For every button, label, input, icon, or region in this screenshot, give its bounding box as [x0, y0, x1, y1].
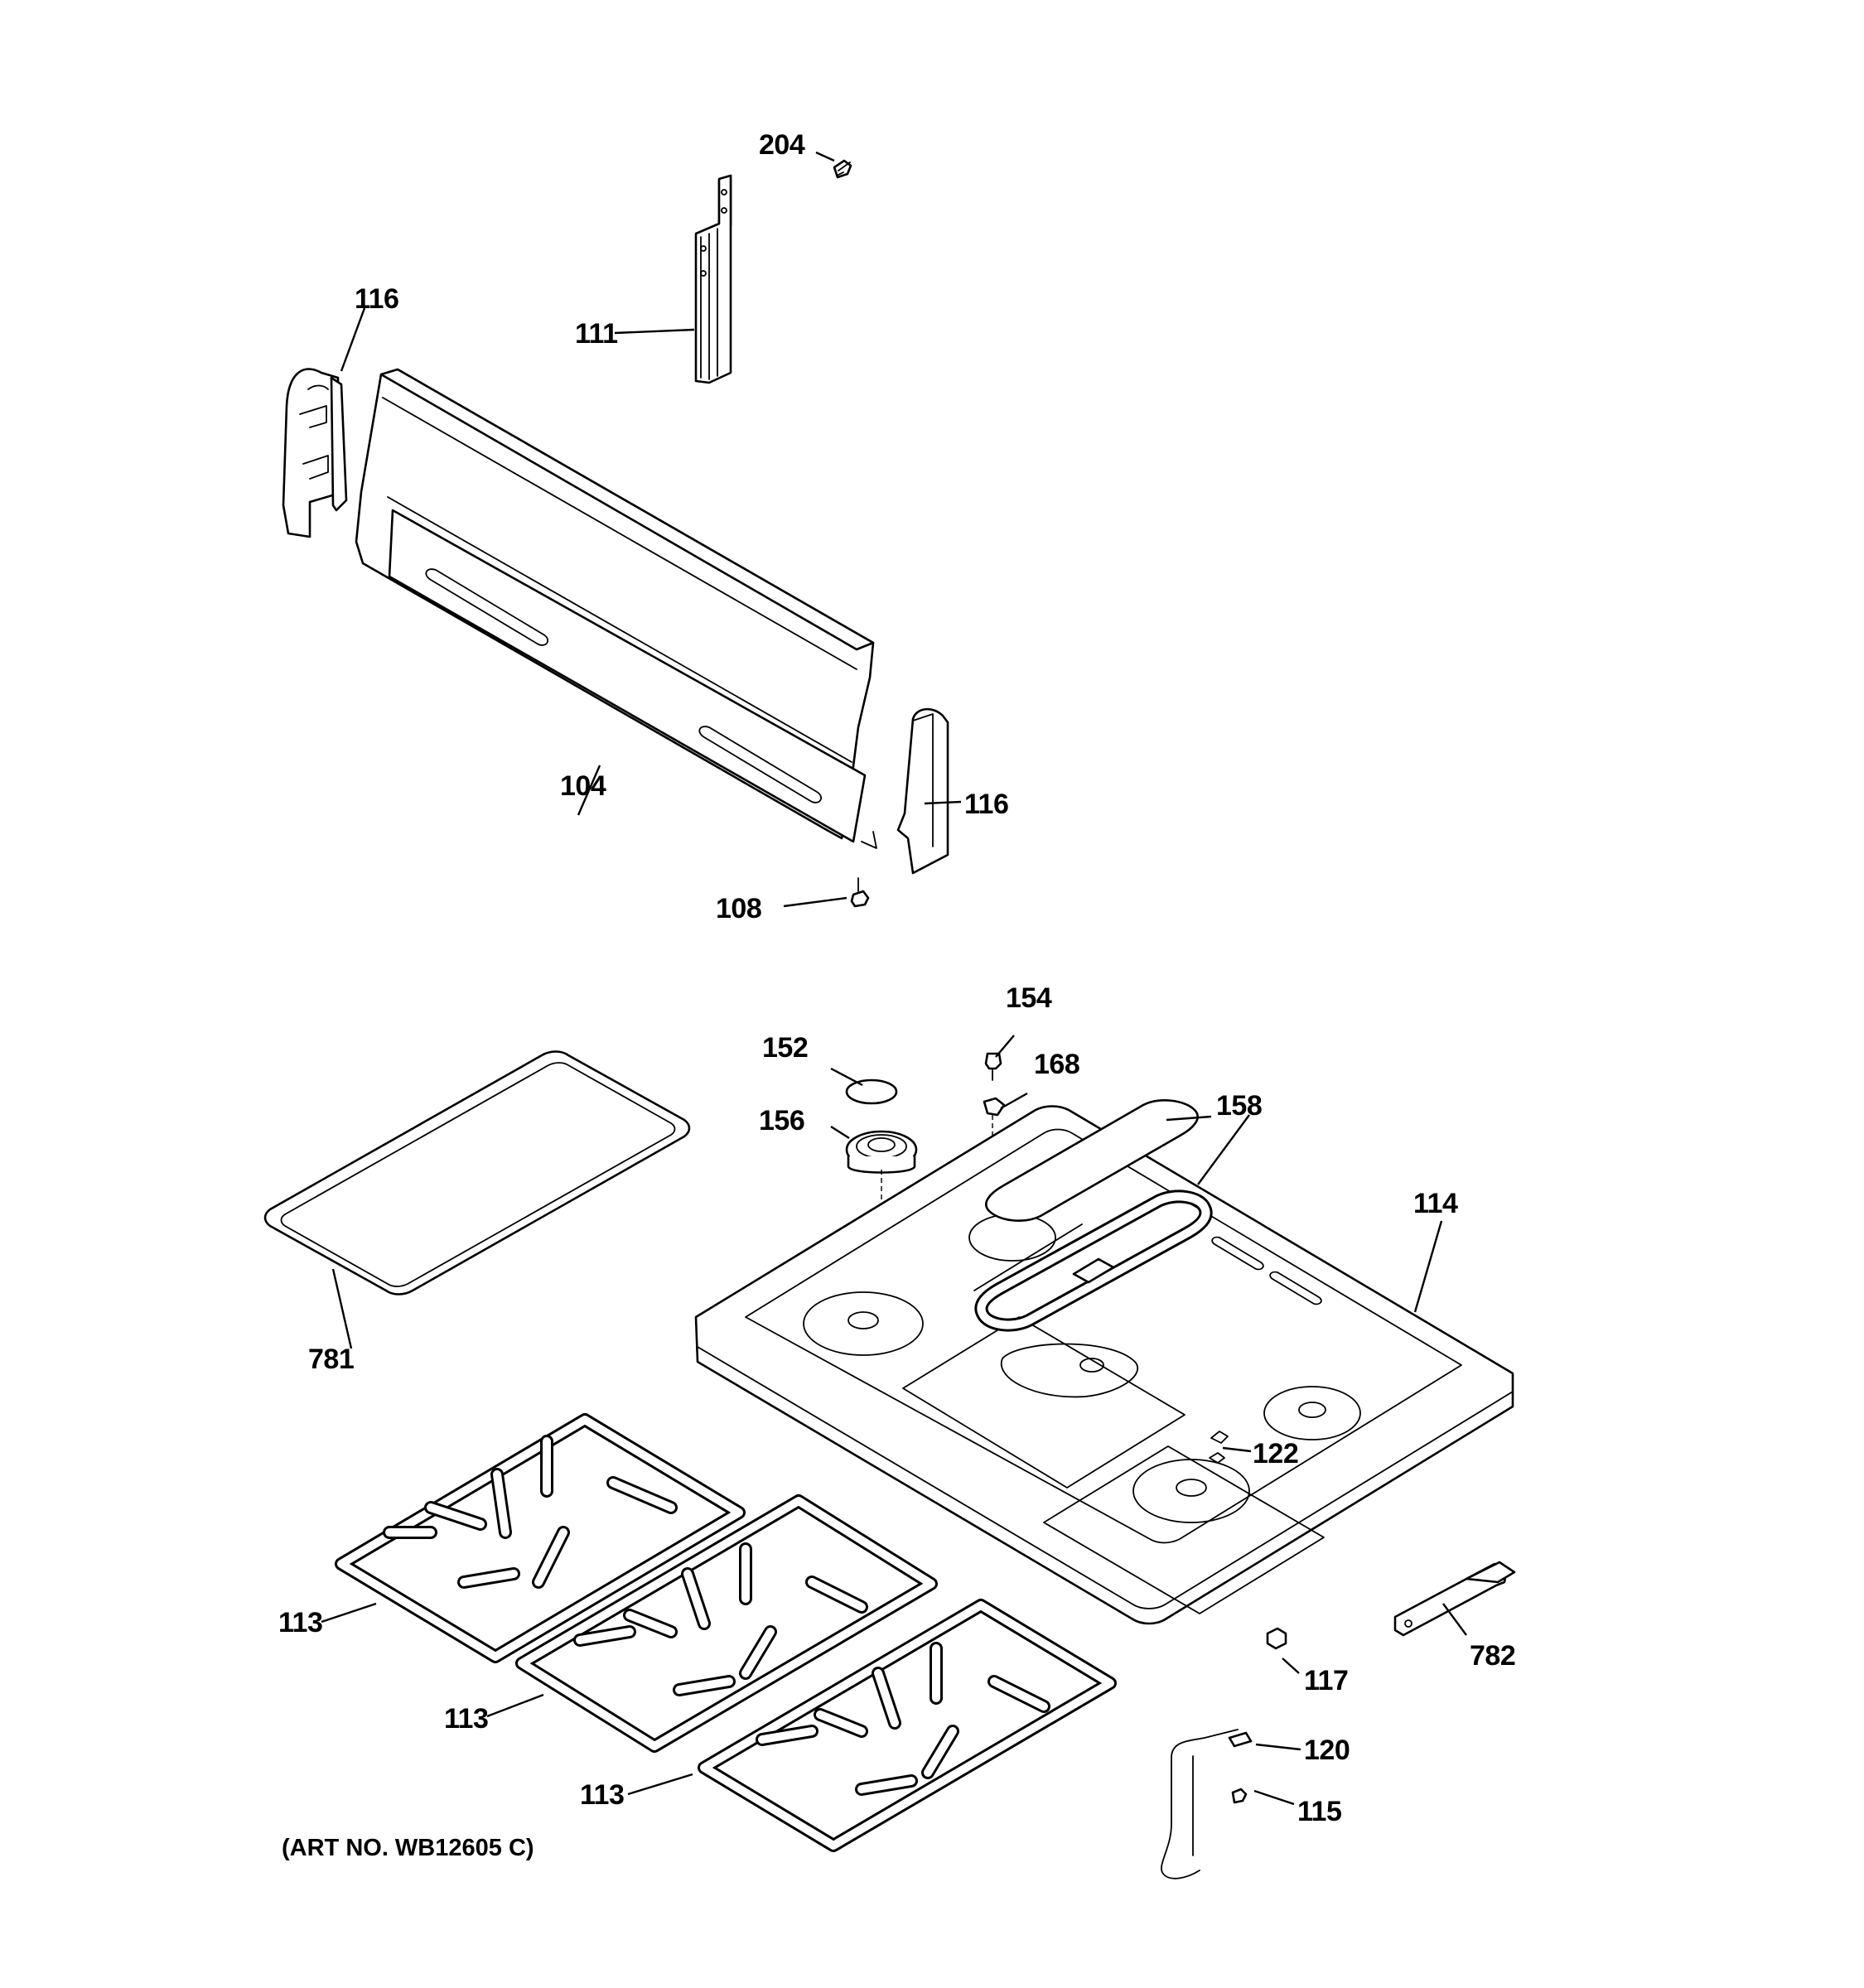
part-781-griddle — [263, 1050, 691, 1296]
callout-782: 782 — [1470, 1640, 1515, 1672]
callout-156: 156 — [759, 1105, 804, 1136]
callout-781: 781 — [308, 1344, 354, 1375]
part-111-bracket — [694, 174, 732, 384]
callout-111: 111 — [575, 318, 617, 350]
callout-113-b: 113 — [444, 1703, 488, 1735]
callout-122: 122 — [1253, 1438, 1298, 1469]
art-number: (ART NO. WB12605 C) — [282, 1835, 534, 1861]
leader-lines — [321, 151, 1467, 1806]
callout-154: 154 — [1006, 982, 1052, 1014]
callout-158: 158 — [1216, 1090, 1262, 1122]
part-158-grill-burner — [974, 1099, 1213, 1332]
part-116-right-endcap — [896, 707, 949, 875]
part-113-grate-a — [335, 1413, 746, 1663]
part-154-screw — [984, 1052, 1002, 1081]
part-122-screws — [1209, 1431, 1229, 1464]
callout-152: 152 — [762, 1032, 808, 1064]
callout-108: 108 — [716, 893, 761, 924]
part-156-burner-head — [845, 1130, 918, 1322]
part-108-screw — [850, 877, 870, 908]
part-113-grate-b — [515, 1494, 938, 1753]
callout-113-a: 113 — [278, 1607, 322, 1638]
part-152-burner-cap — [845, 1078, 898, 1105]
part-782-bracket — [1393, 1561, 1516, 1637]
callout-120: 120 — [1304, 1735, 1350, 1766]
callout-104: 104 — [560, 770, 606, 802]
part-204-screw — [833, 159, 852, 179]
callout-113-c: 113 — [580, 1779, 624, 1811]
callout-204: 204 — [759, 129, 805, 161]
callout-115: 115 — [1297, 1796, 1341, 1827]
callout-117: 117 — [1304, 1665, 1348, 1696]
callout-114: 114 — [1413, 1188, 1458, 1219]
part-104-backguard — [355, 368, 877, 849]
part-113-grate-c — [698, 1599, 1117, 1852]
part-114-cooktop — [694, 1105, 1514, 1625]
part-115-screw — [1231, 1788, 1248, 1804]
part-116-left-endcap — [282, 368, 348, 538]
callout-116-right: 116 — [964, 789, 1008, 820]
part-117-nut — [1266, 1627, 1287, 1650]
part-120-igniter — [1161, 1729, 1253, 1879]
callout-168: 168 — [1034, 1049, 1079, 1080]
callout-116-left: 116 — [355, 283, 398, 315]
